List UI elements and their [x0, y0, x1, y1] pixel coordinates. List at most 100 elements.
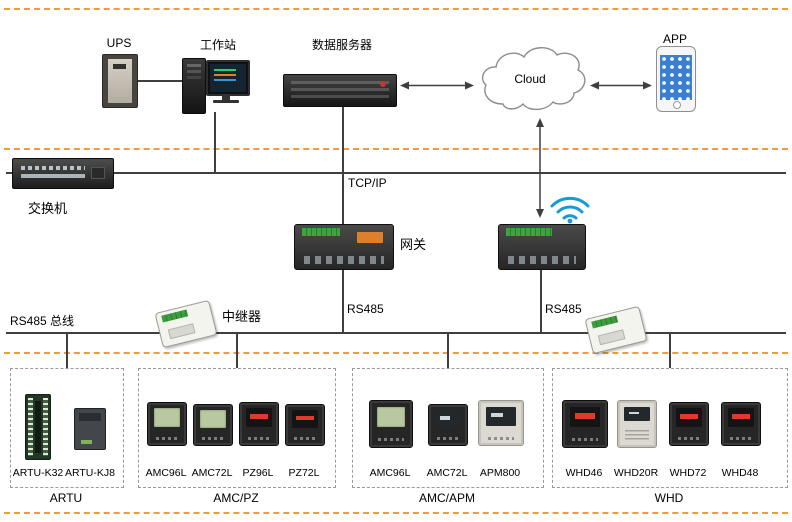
gateway-label: 网关	[400, 237, 427, 252]
group-label-whd: WHD	[654, 491, 684, 505]
meter-buttons	[677, 436, 701, 440]
smartphone-icon	[656, 46, 696, 112]
device-label: WHD20R	[613, 467, 659, 479]
meter-display	[154, 408, 180, 427]
app-label: APP	[662, 32, 687, 46]
ethernet-bus-line	[6, 172, 786, 174]
gateway-icon	[294, 224, 394, 270]
server-gateway-line	[342, 106, 344, 225]
rs485-right-label: RS485	[545, 302, 582, 316]
meter-whd20r-icon	[617, 400, 657, 448]
switch-icon	[12, 158, 114, 189]
device-label: PZ96L	[242, 467, 274, 479]
ups-to-workstation-line	[136, 80, 182, 82]
amcpz-feed-line	[236, 334, 238, 386]
meter-pz96l-icon	[239, 402, 279, 446]
server-cloud-arrow	[400, 81, 474, 90]
wireless-gateway-icon	[498, 224, 586, 270]
rs485-bus-line	[6, 332, 786, 334]
meter-buttons	[247, 436, 271, 440]
meter-whd72-icon	[669, 402, 709, 446]
cloud-label: Cloud	[514, 72, 546, 86]
device-label: AMC72L	[191, 467, 233, 479]
workstation-drop-line	[214, 112, 216, 172]
meter-display	[728, 408, 754, 427]
gateway-panel	[357, 232, 383, 243]
gateway-terminal	[302, 228, 340, 236]
meter-buttons	[436, 437, 460, 441]
group-label-artu: ARTU	[49, 491, 83, 505]
repeater-icon-left	[154, 299, 218, 349]
device-label: AMC96L	[145, 467, 187, 479]
rs485-bus-label: RS485 总线	[10, 314, 75, 328]
meter-apm800-icon	[478, 400, 524, 446]
wifi-icon	[550, 196, 590, 224]
device-label: WHD72	[669, 467, 707, 479]
artu-kj8-icon	[74, 408, 106, 450]
device-label: AMC72L	[426, 467, 468, 479]
meter-display	[624, 406, 650, 421]
repeater-label: 中继器	[222, 309, 262, 324]
meter-buttons	[155, 436, 179, 440]
dashed-separator-field	[4, 352, 788, 354]
dashed-separator-bottom	[4, 512, 788, 514]
artu-k32-core	[35, 401, 41, 453]
meter-display	[200, 410, 226, 428]
gateway-ports	[304, 256, 384, 264]
workstation-monitor-icon	[206, 60, 250, 96]
cloud-phone-arrow	[590, 81, 652, 90]
meter-display	[435, 410, 461, 428]
switch-label: 交换机	[28, 201, 68, 216]
data-server-label: 数据服务器	[311, 38, 372, 52]
device-label: AMC96L	[369, 467, 411, 479]
meter-amc72l-icon	[428, 404, 468, 446]
dashed-separator-network	[4, 148, 788, 150]
monitor-base	[213, 100, 239, 103]
device-label-artu-k32: ARTU-K32	[12, 467, 64, 479]
meter-pz72l-icon	[285, 404, 325, 446]
meter-buttons	[293, 437, 317, 441]
meter-display	[486, 406, 516, 427]
rs485-left-label: RS485	[347, 302, 384, 316]
wireless-gateway-terminal	[506, 228, 552, 236]
gateway1-rs485-line	[342, 268, 344, 332]
device-label-artu-kj8: ARTU-KJ8	[65, 467, 115, 479]
meter-display	[292, 410, 318, 428]
meter-amc96l-icon	[369, 400, 413, 448]
artu-k32-icon	[25, 394, 51, 460]
meter-display	[246, 408, 272, 427]
meter-amc96l-icon	[147, 402, 187, 446]
meter-whd46-icon	[562, 400, 608, 448]
repeater-icon-right	[584, 305, 648, 355]
ups-icon	[102, 54, 138, 108]
monitor-stand	[222, 94, 230, 100]
amcapm-feed-line	[447, 334, 449, 386]
workstation-label: 工作站	[199, 38, 236, 52]
wireless-gateway-ports	[508, 256, 576, 264]
phone-screen	[660, 55, 692, 100]
meter-display	[676, 408, 702, 427]
meter-buttons	[571, 438, 599, 442]
ups-label: UPS	[106, 36, 132, 50]
monitor-screen	[210, 64, 246, 92]
phone-home-button	[673, 101, 681, 109]
meter-display	[376, 406, 406, 428]
meter-buttons	[201, 437, 225, 441]
workstation-tower-icon	[182, 58, 206, 114]
meter-buttons	[487, 436, 515, 440]
meter-buttons	[729, 436, 753, 440]
cloud-gateway-arrow	[536, 118, 544, 218]
meter-buttons	[378, 438, 404, 442]
device-label: APM800	[479, 467, 521, 479]
device-label: PZ72L	[288, 467, 320, 479]
gateway2-rs485-line	[540, 268, 542, 332]
meter-amc72l-icon	[193, 404, 233, 446]
data-server-icon	[283, 74, 397, 107]
dashed-separator-top	[4, 8, 788, 10]
cloud-icon	[481, 47, 586, 111]
meter-whd48-icon	[721, 402, 761, 446]
group-label-amcapm: AMC/APM	[418, 491, 475, 505]
whd-feed-line	[669, 334, 671, 386]
device-label: WHD48	[721, 467, 759, 479]
